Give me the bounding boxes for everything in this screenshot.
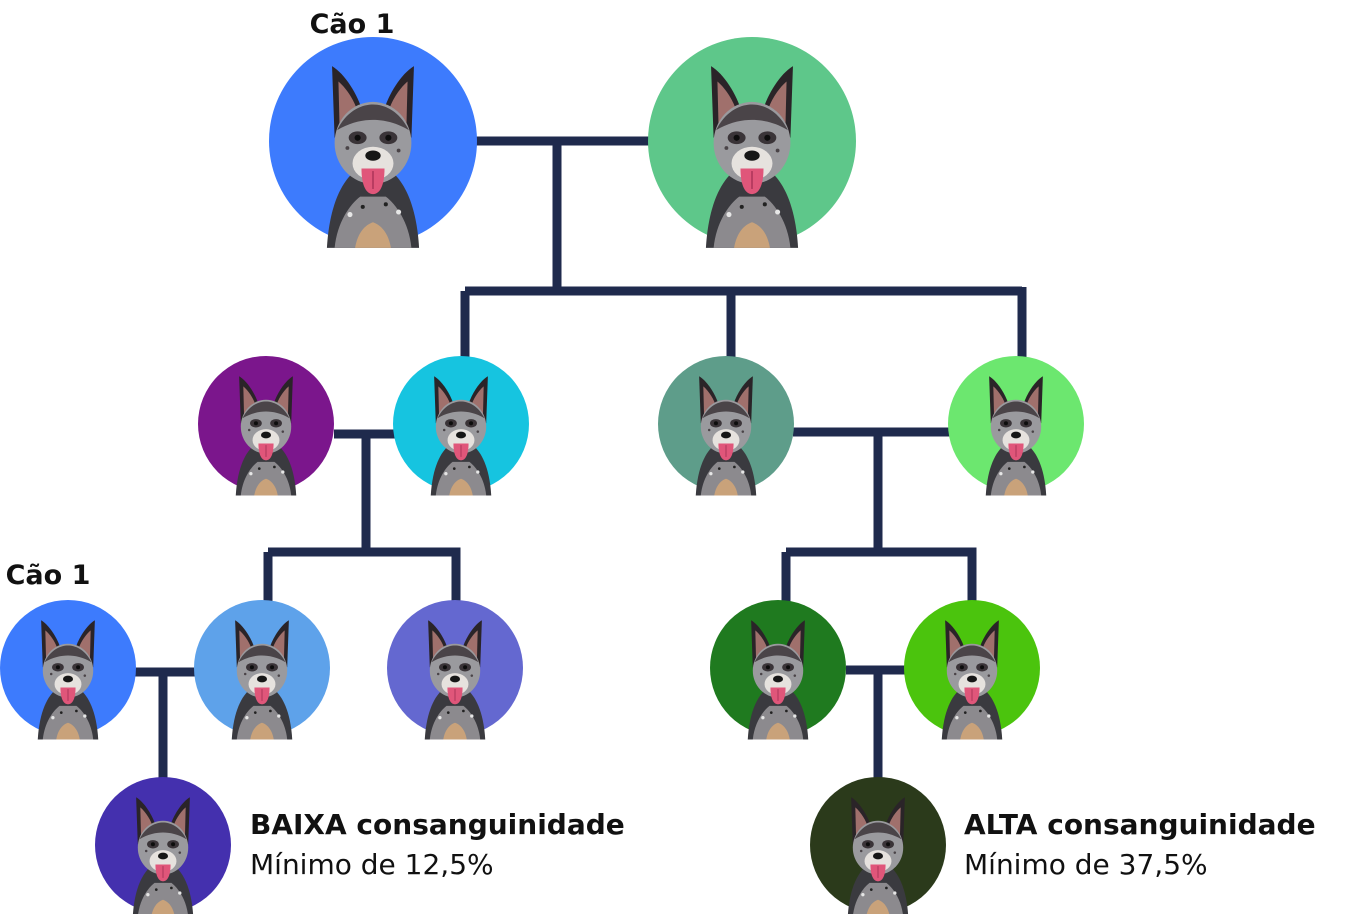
dog-node-gen2-c (710, 600, 846, 741)
dog-node-gen1-b (658, 356, 794, 497)
caption-high-title: ALTA consanguinidade (964, 808, 1316, 841)
caption-low-title: BAIXA consanguinidade (250, 808, 625, 841)
caption-low-subtitle: Mínimo de 12,5% (250, 848, 494, 881)
dog-node-gen2-d (904, 600, 1040, 741)
dog-node-gen1-a (393, 356, 529, 497)
label-dog1-bottom: Cão 1 (6, 560, 91, 591)
dog-node-gen2-dog1 (0, 600, 136, 741)
dog-node-gen1-b-mate (948, 356, 1084, 497)
dog-node-gen3-low (95, 777, 231, 914)
dog-node-gen0-mate (648, 37, 856, 249)
connector-gen2-left-bar (263, 547, 461, 606)
dog-node-gen2-a (194, 600, 330, 741)
dog-node-gen3-high (810, 777, 946, 914)
dog-node-gen2-b (387, 600, 523, 741)
dog-node-gen1-a-mate (198, 356, 334, 497)
connector-lines (134, 136, 1027, 778)
connector-gen2-right-bar (781, 547, 977, 602)
dog-node-gen0-dog1 (269, 37, 477, 249)
caption-high-subtitle: Mínimo de 37,5% (964, 848, 1208, 881)
label-dog1-top: Cão 1 (310, 9, 395, 40)
